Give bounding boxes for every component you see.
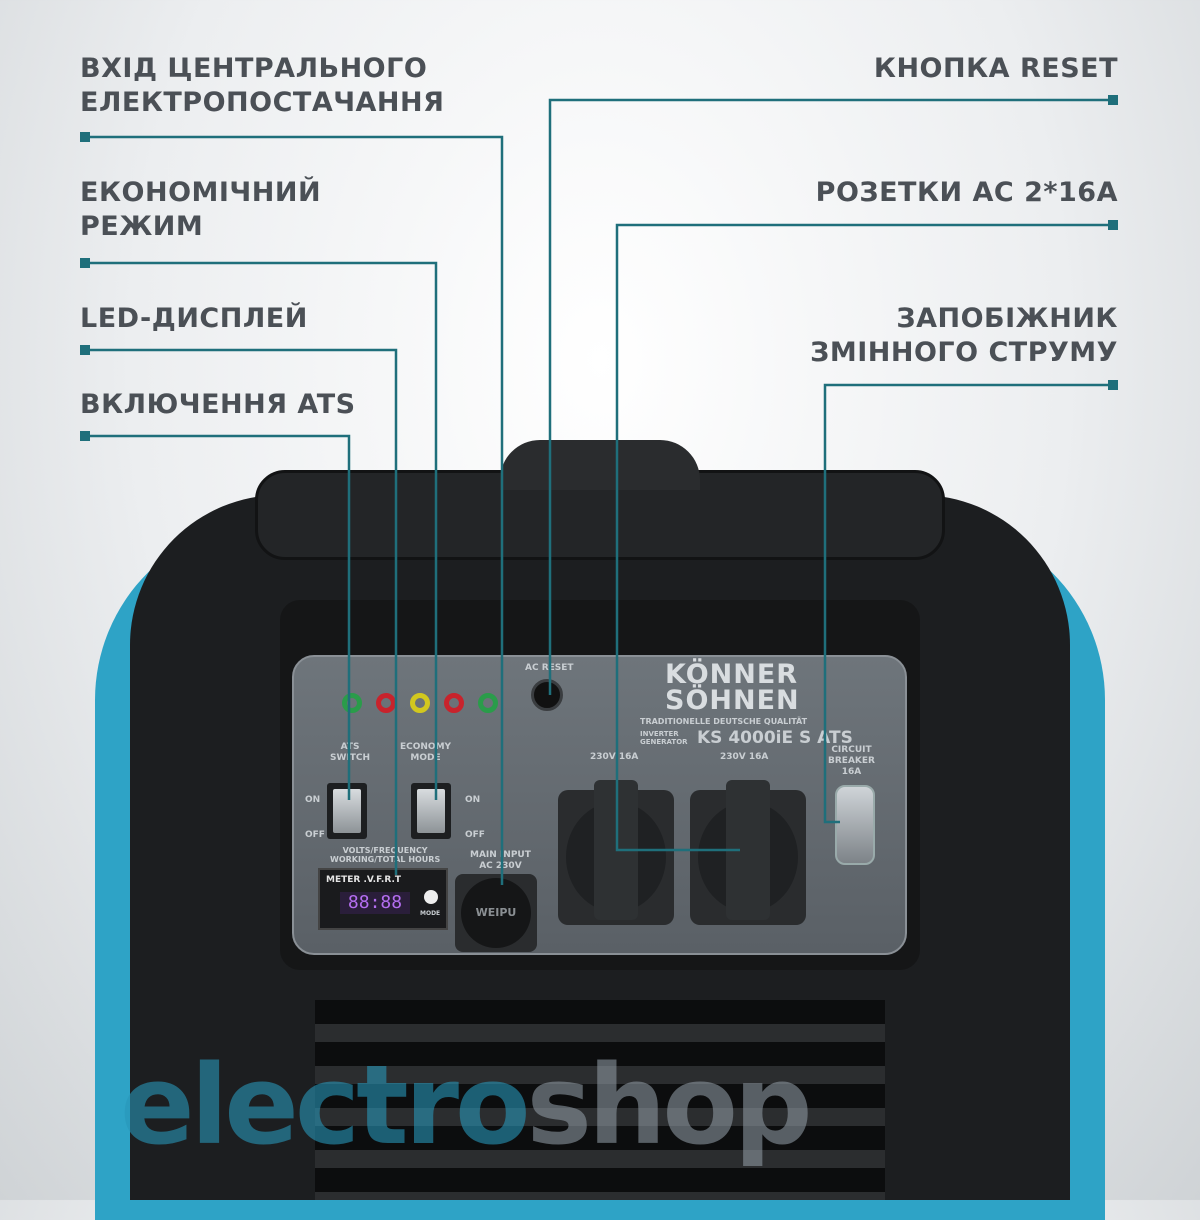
socket1-rating: 230V 16A bbox=[590, 752, 639, 762]
mode-label: MODE bbox=[420, 910, 441, 917]
ac-socket-2[interactable] bbox=[690, 780, 806, 925]
callout-led-display: LED-ДИСПЛЕЙ bbox=[80, 303, 308, 334]
leader-ac-sockets bbox=[615, 223, 1113, 852]
callout-reset-button: КНОПКА RESET bbox=[873, 53, 1118, 84]
callout-circuit-breaker: ЗАПОБІЖНИК ЗМІННОГО СТРУМУ bbox=[810, 303, 1118, 368]
meter-caption: VOLTS/FREQUENCY WORKING/TOTAL HOURS bbox=[330, 846, 441, 864]
off-label: OFF bbox=[305, 830, 325, 840]
leader-ats-switch bbox=[85, 434, 351, 800]
handle-grip bbox=[500, 440, 700, 490]
brand-top: KÖNNER bbox=[665, 659, 799, 690]
callout-economy-mode: ЕКОНОМІЧНИЙ РЕЖИМ bbox=[80, 177, 322, 242]
marker bbox=[1108, 380, 1118, 390]
leader-mains-input bbox=[85, 135, 504, 885]
marker bbox=[80, 345, 90, 355]
main-input-label: MAIN INPUT AC 230V bbox=[470, 850, 531, 871]
marker bbox=[80, 132, 90, 142]
breaker-label: CIRCUIT BREAKER 16A bbox=[828, 745, 875, 777]
on-label: ON bbox=[465, 795, 481, 805]
mode-button[interactable] bbox=[424, 890, 438, 904]
brand-bottom: SÖHNEN bbox=[665, 685, 800, 716]
marker bbox=[1108, 220, 1118, 230]
marker bbox=[80, 258, 90, 268]
indicator-led-green bbox=[478, 693, 498, 713]
circuit-breaker[interactable] bbox=[835, 785, 875, 865]
leader-reset-button bbox=[548, 98, 1113, 695]
callout-ac-sockets: РОЗЕТКИ AC 2*16A bbox=[815, 177, 1118, 208]
ats-switch[interactable] bbox=[327, 783, 367, 839]
socket2-rating: 230V 16A bbox=[720, 752, 769, 762]
leader-circuit-breaker bbox=[823, 383, 1113, 824]
off-label: OFF bbox=[465, 830, 485, 840]
inverter-label: INVERTER GENERATOR bbox=[640, 730, 688, 746]
economy-mode-label: ECONOMY MODE bbox=[400, 742, 452, 763]
meter-label: METER .V.F.R.T bbox=[326, 875, 401, 885]
on-label: ON bbox=[305, 795, 321, 805]
indicator-led-red bbox=[444, 693, 464, 713]
watermark-part2: shop bbox=[526, 1041, 813, 1169]
marker bbox=[80, 431, 90, 441]
brand-logo: KÖNNER SÖHNEN bbox=[655, 659, 800, 716]
indicator-led-yellow bbox=[410, 693, 430, 713]
callout-mains-input: ВХІД ЦЕНТРАЛЬНОГО ЕЛЕКТРОПОСТАЧАННЯ bbox=[80, 53, 445, 118]
indicator-led-green bbox=[342, 693, 362, 713]
marker bbox=[1108, 95, 1118, 105]
leader-led-display bbox=[85, 348, 398, 875]
watermark: electroshop bbox=[120, 1045, 813, 1165]
watermark-part1: electro bbox=[120, 1041, 531, 1169]
leader-economy-mode bbox=[85, 261, 438, 800]
tagline: TRADITIONELLE DEUTSCHE QUALITÄT bbox=[640, 717, 808, 726]
carry-handle bbox=[255, 470, 945, 560]
economy-mode-switch[interactable] bbox=[411, 783, 451, 839]
main-input-cap: WEIPU bbox=[461, 878, 531, 948]
ac-reset-button[interactable] bbox=[531, 679, 563, 711]
model-name: KS 4000iE S ATS bbox=[697, 728, 853, 748]
main-input-connector[interactable]: WEIPU bbox=[455, 874, 537, 952]
callout-ats-switch: ВКЛЮЧЕННЯ ATS bbox=[80, 389, 356, 420]
display-readout: 88:88 bbox=[340, 892, 410, 914]
vent-grille bbox=[315, 1000, 885, 1200]
led-display: METER .V.F.R.T 88:88 MODE bbox=[318, 868, 448, 930]
indicator-led-red bbox=[376, 693, 396, 713]
